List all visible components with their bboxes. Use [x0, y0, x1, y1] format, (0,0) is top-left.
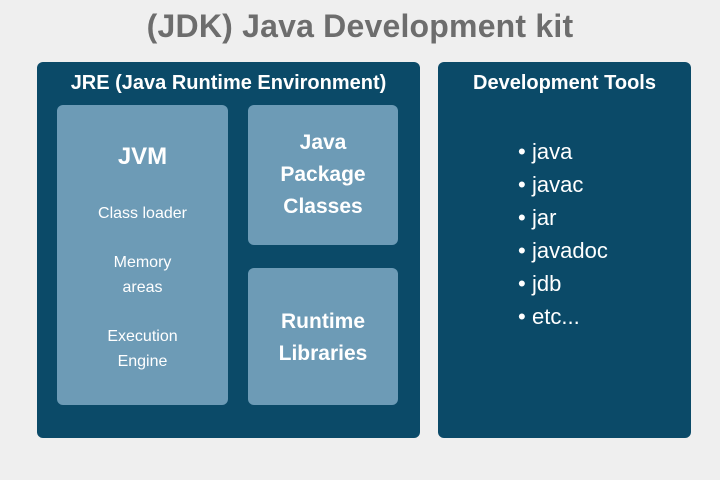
- tool-label: javac: [532, 172, 584, 197]
- java-package-classes-label: Java Package Classes: [280, 131, 366, 218]
- diagram-title: (JDK) Java Development kit: [146, 8, 574, 44]
- jvm-component-execution-engine: Execution Engine: [107, 328, 178, 370]
- jvm-title: JVM: [117, 143, 168, 170]
- bullet-icon: •: [518, 271, 526, 296]
- jvm-component-memory-areas: Memory areas: [113, 254, 172, 296]
- tool-item-javadoc: •javadoc: [518, 234, 608, 267]
- bullet-icon: •: [518, 139, 526, 164]
- runtime-libraries-box: Runtime Libraries: [248, 268, 398, 405]
- tool-item-javac: •javac: [518, 168, 608, 201]
- tool-label: jdb: [532, 271, 562, 296]
- bullet-icon: •: [518, 205, 526, 230]
- jre-title: JRE (Java Runtime Environment): [70, 72, 387, 94]
- development-tools-panel: Development Tools •java •javac •jar •jav…: [438, 62, 691, 438]
- tool-item-java: •java: [518, 135, 608, 168]
- development-tools-list: •java •javac •jar •javadoc •jdb •etc...: [518, 135, 608, 333]
- jvm-box: JVM Class loader Memory areas Execution …: [57, 105, 228, 405]
- tool-label: java: [532, 139, 573, 164]
- tool-item-etc: •etc...: [518, 300, 608, 333]
- bullet-icon: •: [518, 238, 526, 263]
- bullet-icon: •: [518, 304, 526, 329]
- tool-label: etc...: [532, 304, 580, 329]
- bullet-icon: •: [518, 172, 526, 197]
- tool-item-jar: •jar: [518, 201, 608, 234]
- tool-label: jar: [532, 205, 557, 230]
- development-tools-title: Development Tools: [473, 72, 656, 94]
- tool-item-jdb: •jdb: [518, 267, 608, 300]
- runtime-libraries-label: Runtime Libraries: [278, 310, 368, 365]
- jre-panel: JRE (Java Runtime Environment) JVM Class…: [37, 62, 420, 438]
- jvm-components: Class loader Memory areas Execution Engi…: [57, 201, 228, 398]
- tool-label: javadoc: [532, 238, 608, 263]
- java-package-classes-box: Java Package Classes: [248, 105, 398, 245]
- jvm-component-class-loader: Class loader: [98, 205, 187, 222]
